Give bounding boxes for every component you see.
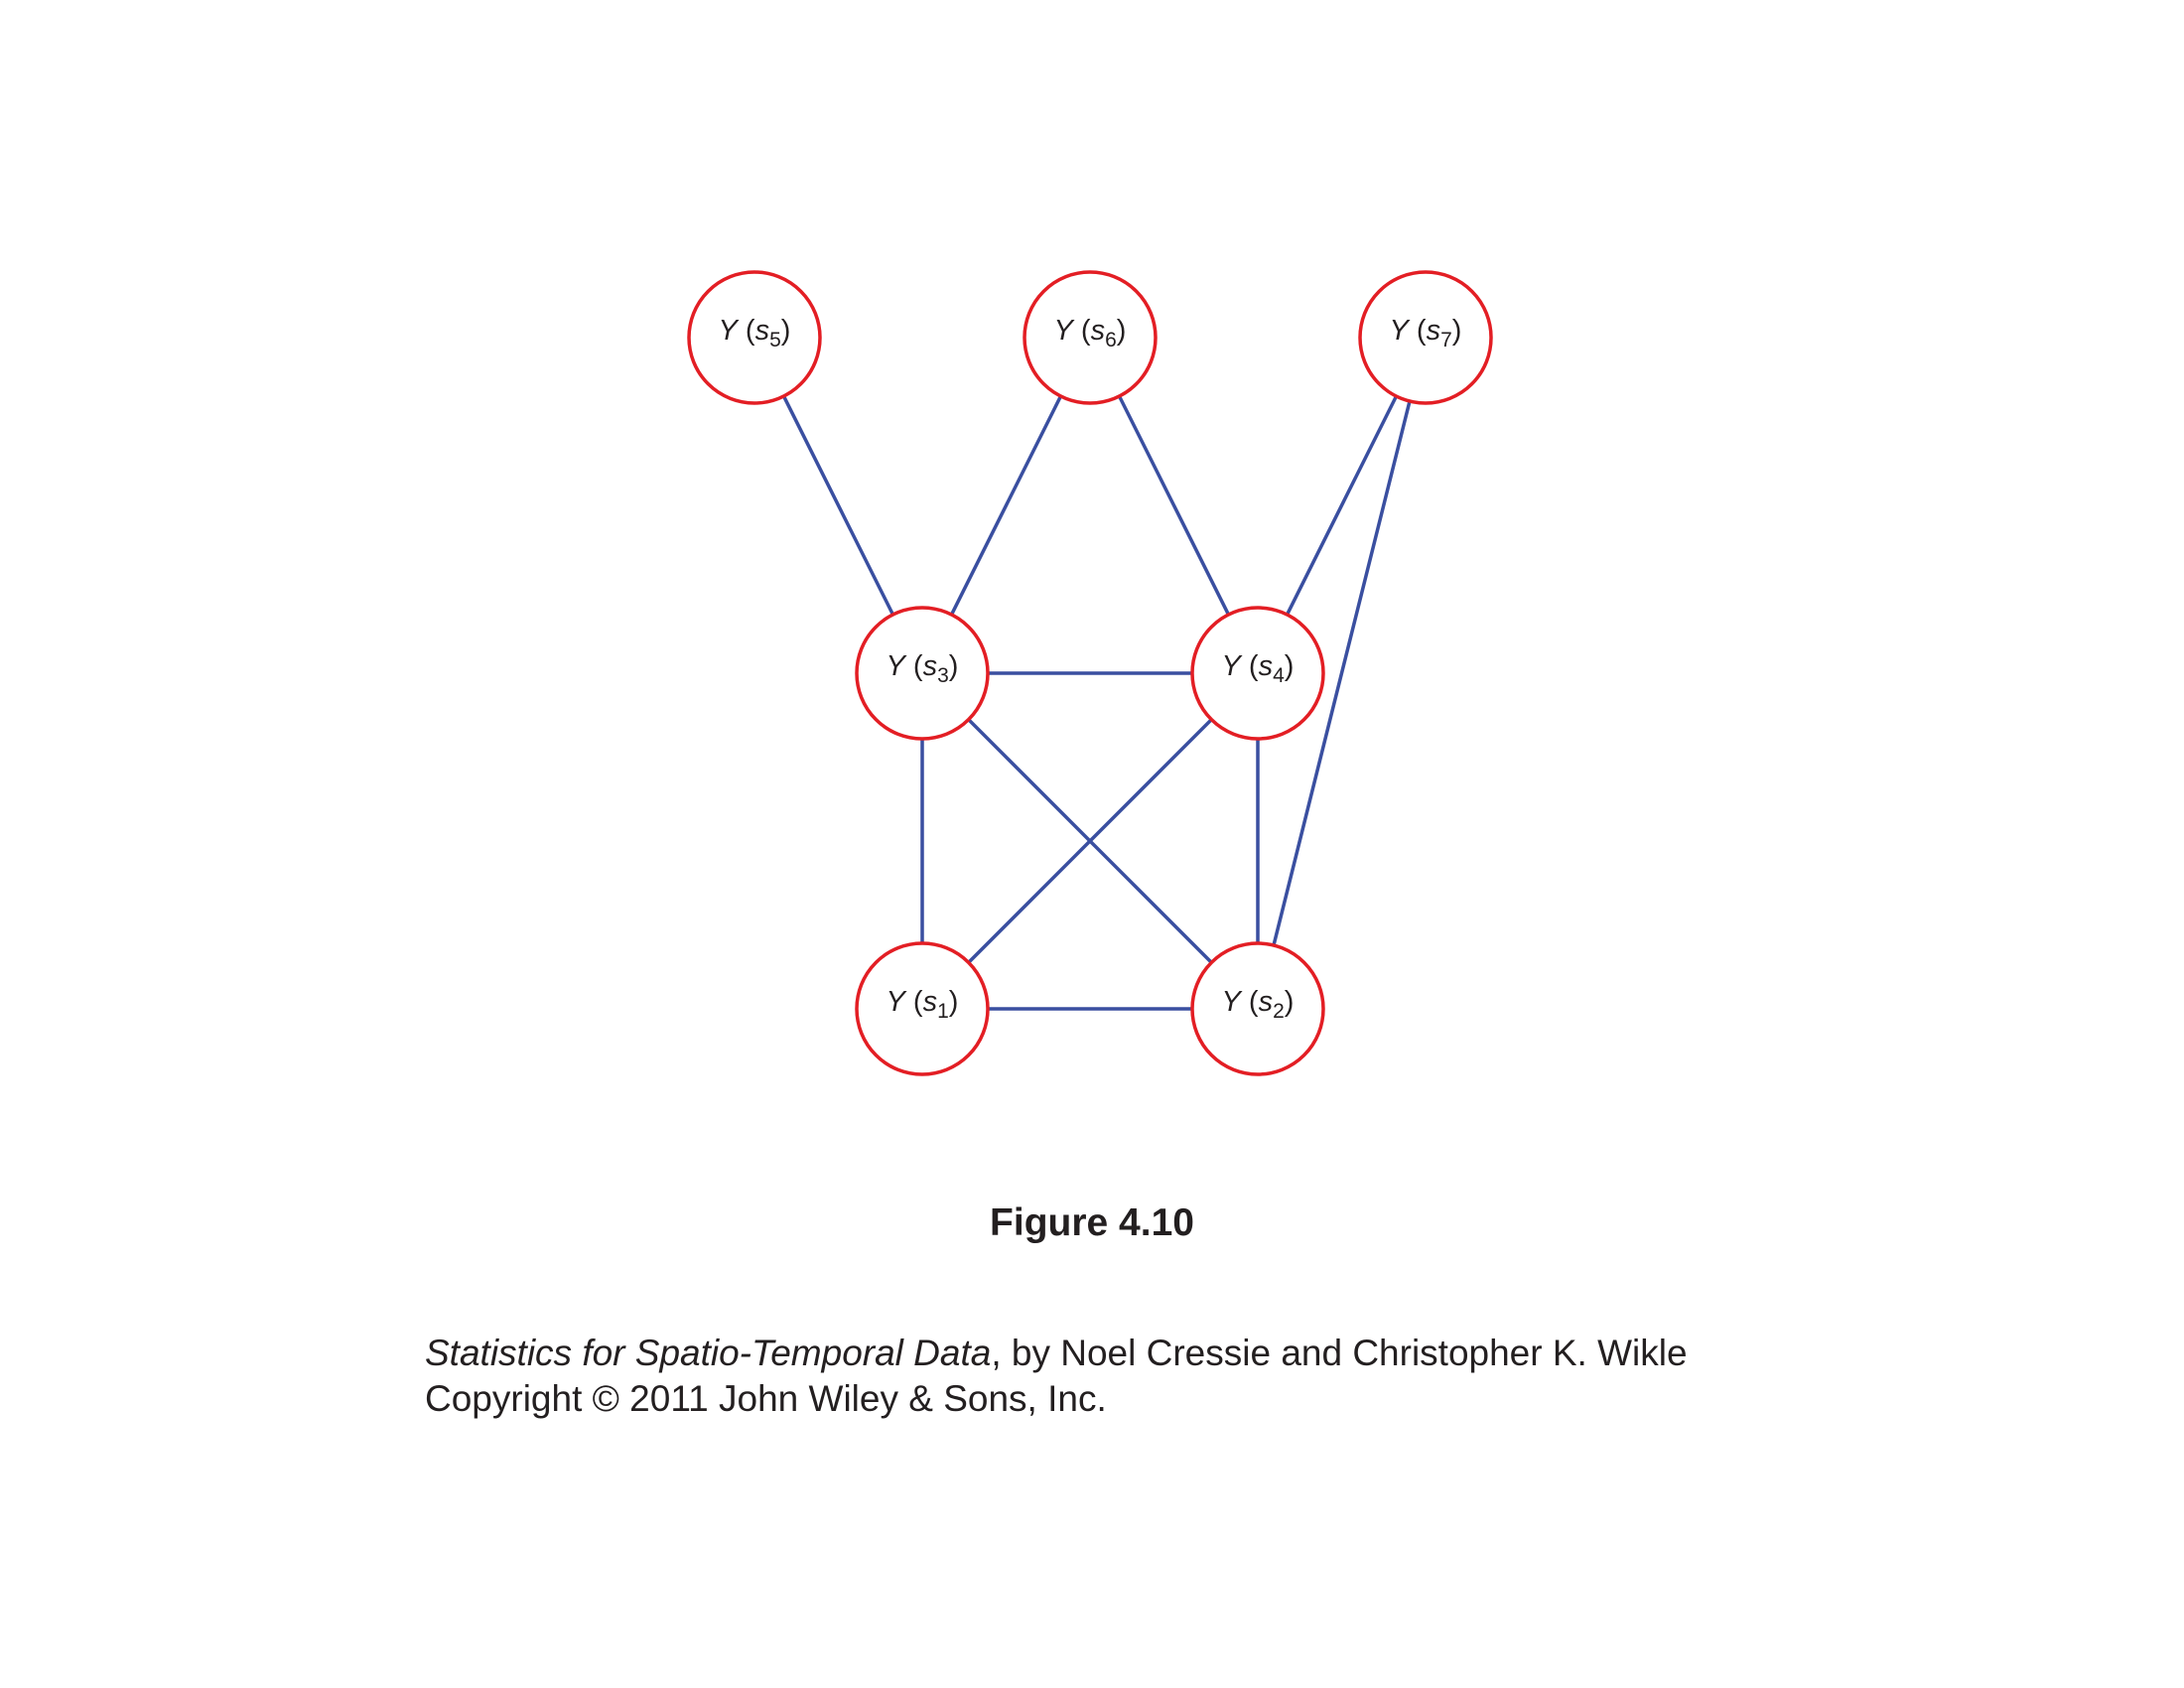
copyright-line: Copyright © 2011 John Wiley & Sons, Inc. bbox=[425, 1378, 1107, 1419]
node-circle-s3 bbox=[855, 606, 990, 741]
node-s6: Y (s6) bbox=[1023, 270, 1158, 405]
edge-s7-s2 bbox=[1256, 337, 1428, 1010]
edge-s4-s1 bbox=[920, 671, 1260, 1011]
node-circle-s6 bbox=[1023, 270, 1158, 405]
citation-authors: , by Noel Cressie and Christopher K. Wik… bbox=[991, 1333, 1688, 1373]
node-s4: Y (s4) bbox=[1190, 606, 1325, 741]
node-label-s3: Y (s3) bbox=[887, 650, 959, 687]
node-s2: Y (s2) bbox=[1190, 941, 1325, 1076]
node-s1: Y (s1) bbox=[855, 941, 990, 1076]
figure-title: Figure 4.10 bbox=[990, 1201, 1194, 1244]
book-title: Statistics for Spatio-Temporal Data bbox=[425, 1333, 992, 1373]
node-circle-s7 bbox=[1358, 270, 1493, 405]
node-circle-s2 bbox=[1190, 941, 1325, 1076]
node-circle-s5 bbox=[687, 270, 822, 405]
node-label-s6: Y (s6) bbox=[1054, 315, 1127, 352]
node-label-s1: Y (s1) bbox=[887, 986, 959, 1023]
node-s5: Y (s5) bbox=[687, 270, 822, 405]
citation: Statistics for Spatio-Temporal Data, by … bbox=[425, 1331, 1688, 1422]
node-s3: Y (s3) bbox=[855, 606, 990, 741]
node-circle-s4 bbox=[1190, 606, 1325, 741]
nodes-layer: Y (s1) Y (s2) Y (s3) Y (s4) Y (s5) Y (s6) Y (s… bbox=[687, 270, 1493, 1076]
node-label-s7: Y (s7) bbox=[1390, 315, 1462, 352]
node-circle-s1 bbox=[855, 941, 990, 1076]
node-label-s5: Y (s5) bbox=[719, 315, 791, 352]
node-s7: Y (s7) bbox=[1358, 270, 1493, 405]
node-label-s2: Y (s2) bbox=[1222, 986, 1295, 1023]
node-label-s4: Y (s4) bbox=[1222, 650, 1295, 687]
citation-line-1: Statistics for Spatio-Temporal Data, by … bbox=[425, 1331, 1688, 1376]
